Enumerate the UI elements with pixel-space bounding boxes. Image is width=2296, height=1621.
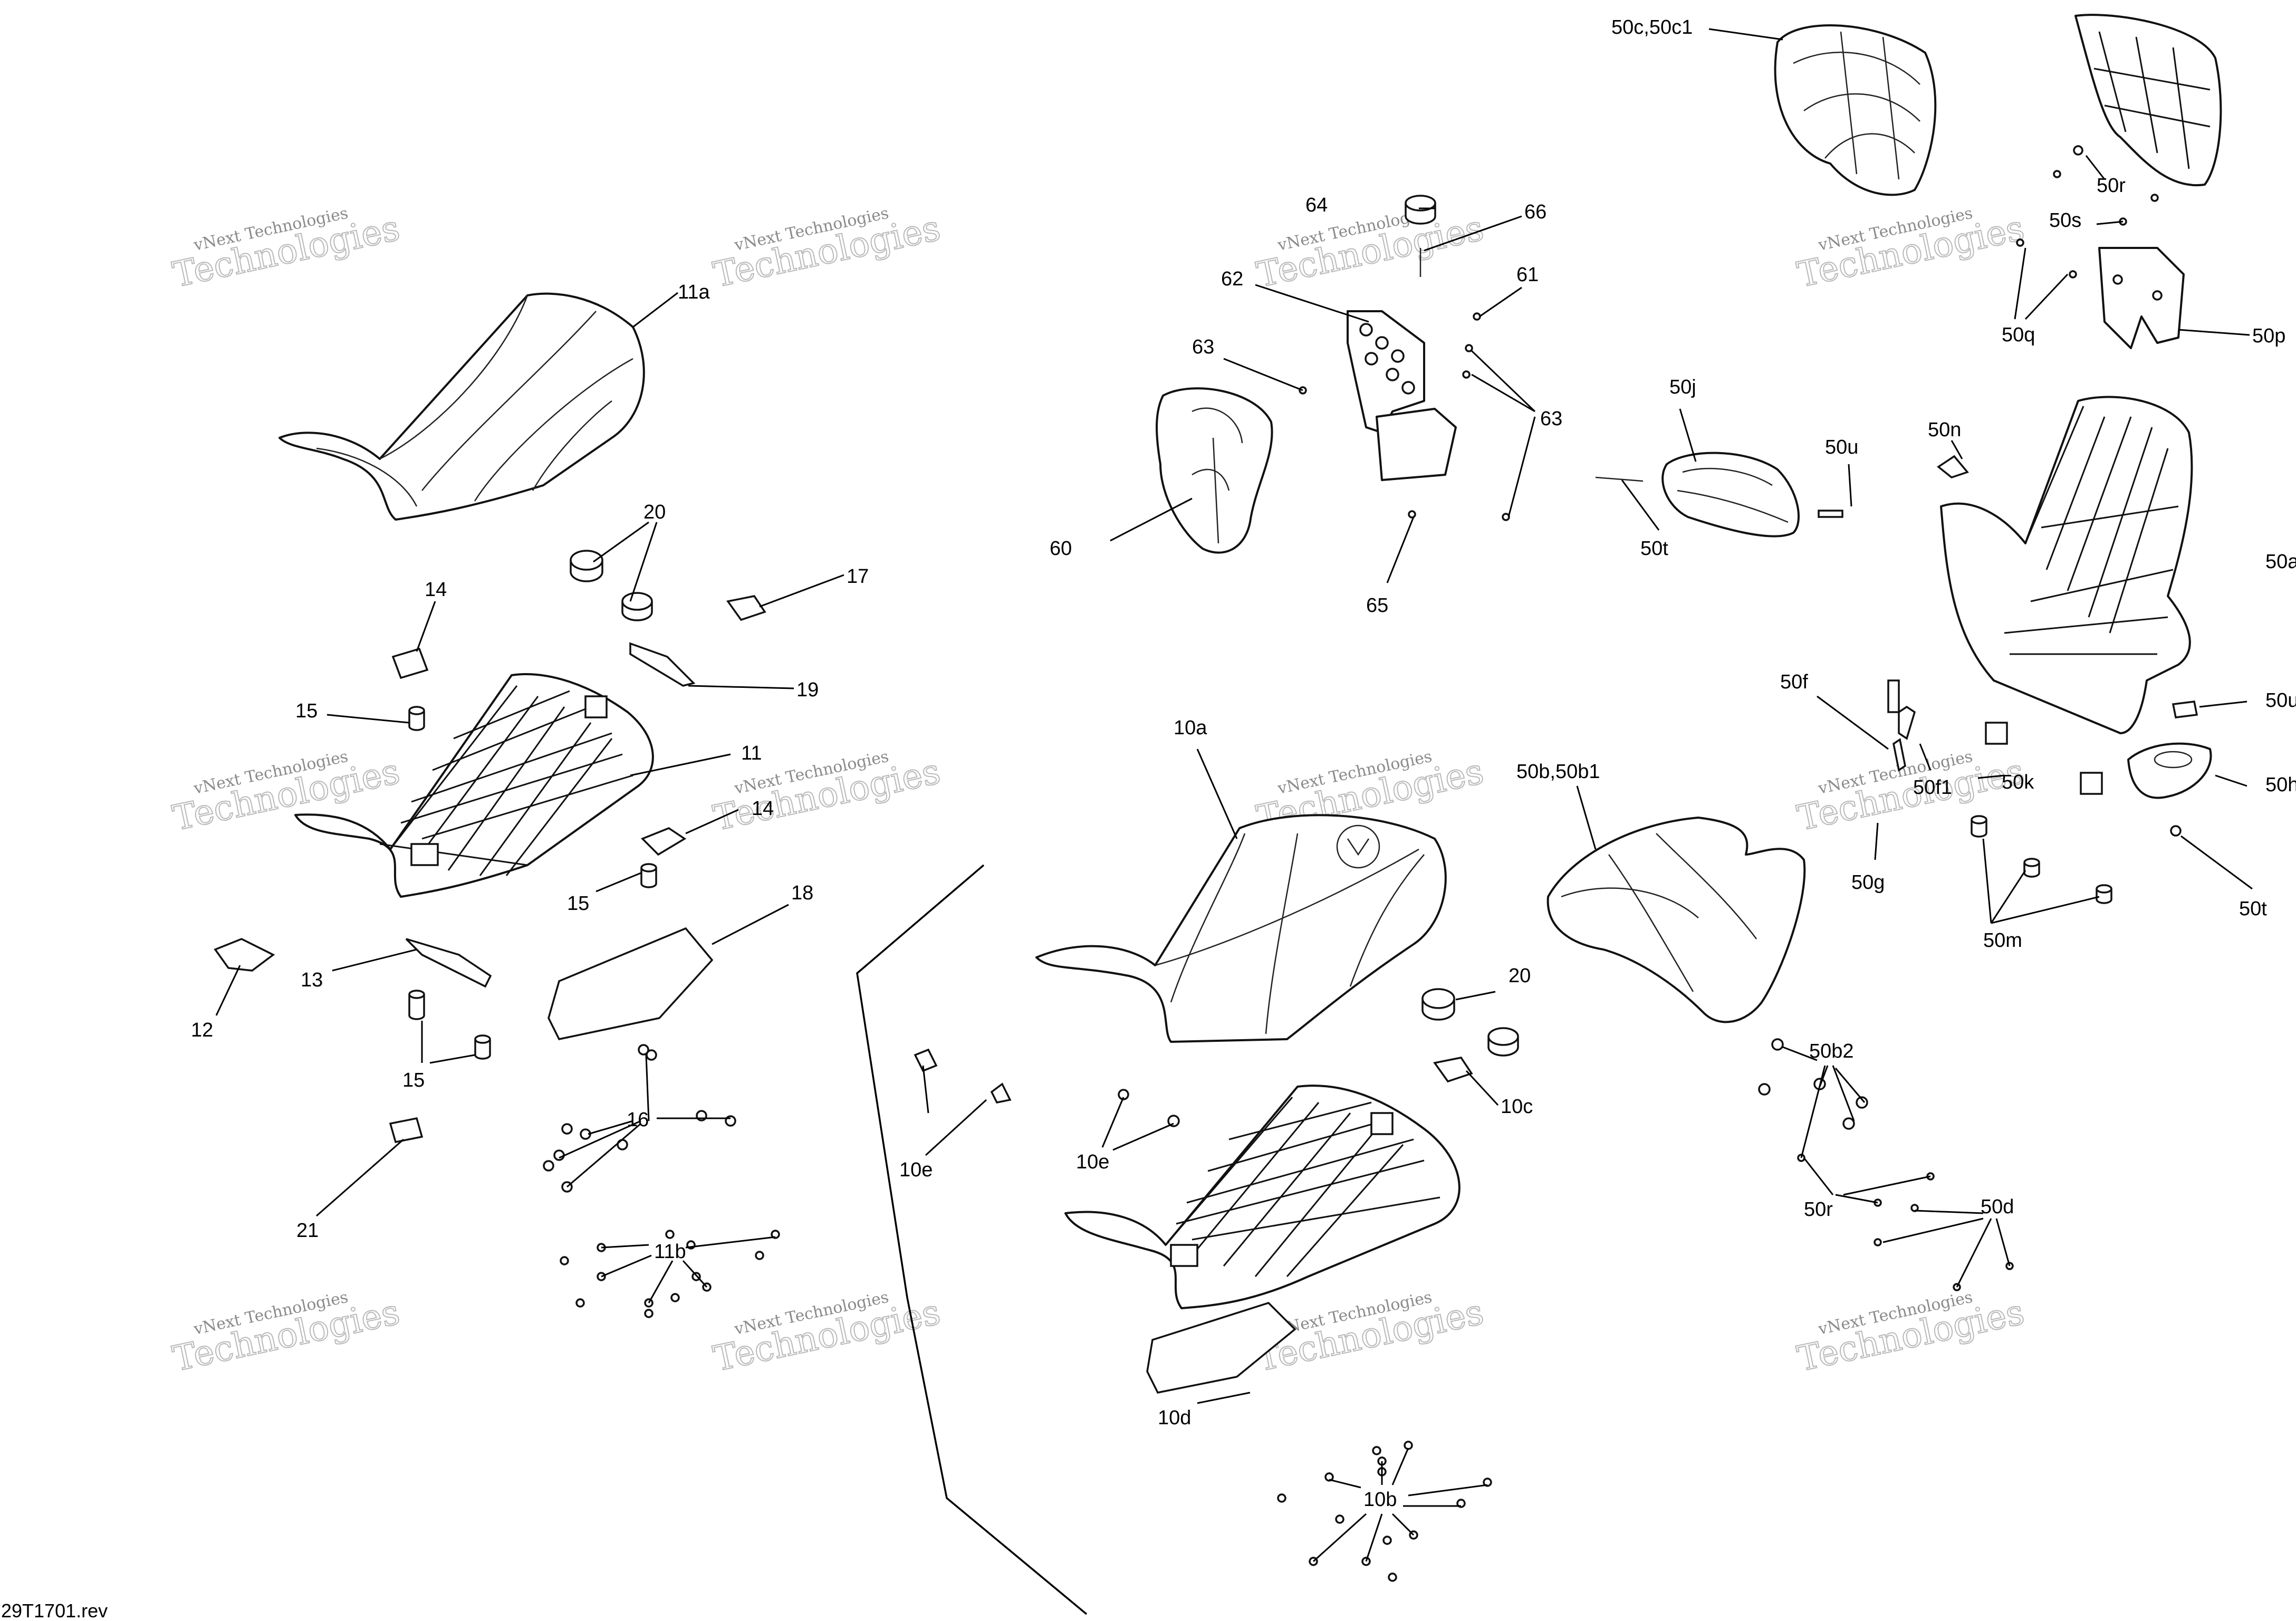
callout-10b: 10b — [1363, 1489, 1397, 1511]
callout-12: 12 — [191, 1019, 213, 1041]
callout-50g: 50g — [1851, 871, 1885, 894]
callout-15-mid: 15 — [567, 893, 589, 915]
seat-base-10 — [1064, 1085, 1461, 1309]
watermark: vNext Technologies Technologies — [709, 204, 944, 296]
callout-11b: 11b — [654, 1241, 686, 1263]
seat-base-11 — [294, 673, 654, 898]
callout-50r-low: 50r — [1804, 1198, 1833, 1221]
callout-63-right: 63 — [1540, 408, 1562, 430]
callout-17: 17 — [847, 565, 869, 588]
watermark: vNext Technologies Technologies — [169, 747, 404, 839]
small-parts-middle — [914, 988, 1519, 1582]
callout-18: 18 — [791, 882, 813, 904]
callout-21: 21 — [296, 1220, 319, 1242]
callout-20-mid: 20 — [1509, 965, 1531, 987]
section-divider-line — [856, 864, 1088, 1615]
callout-14-top: 14 — [425, 579, 447, 601]
callout-65: 65 — [1366, 594, 1388, 617]
watermark: vNext Technologies Technologies — [1793, 204, 2028, 296]
handle-50j — [1595, 452, 1843, 538]
watermark: vNext Technologies Technologies — [169, 1288, 404, 1380]
callout-19: 19 — [796, 679, 819, 701]
callout-15-top: 15 — [295, 700, 318, 722]
callout-50k: 50k — [2002, 771, 2034, 793]
callout-63-left: 63 — [1192, 336, 1214, 358]
seat-cover-10a — [1035, 814, 1447, 1043]
callout-50h: 50h — [2265, 774, 2296, 796]
callout-64: 64 — [1305, 194, 1328, 216]
watermark: vNext Technologies Technologies — [1793, 1288, 2028, 1380]
callout-50b: 50b,50b1 — [1516, 761, 1600, 783]
callout-10e-mid: 10e — [1076, 1151, 1109, 1173]
callout-50f1: 50f1 — [1913, 776, 1952, 799]
seat-cover-11a — [278, 292, 645, 521]
callout-50j: 50j — [1669, 376, 1696, 398]
callout-60: 60 — [1050, 538, 1072, 560]
backrest-50c — [1774, 24, 1937, 196]
watermark: vNext Technologies Technologies — [709, 1288, 944, 1380]
leader-lines — [215, 28, 2253, 1562]
callout-labels: 50c,50c1 50r 50s 50q 50p 64 66 61 62 63 … — [191, 16, 2296, 1511]
callout-50d: 50d — [1981, 1196, 2014, 1218]
callout-50r-top: 50r — [2097, 175, 2126, 197]
drawing-code: 29T1701.rev — [1, 1600, 108, 1621]
callout-11a: 11a — [678, 281, 710, 303]
plate-50p — [2098, 247, 2185, 349]
small-parts-left — [214, 550, 780, 1318]
callout-50s: 50s — [2049, 209, 2081, 232]
callout-50a: 50a — [2265, 551, 2296, 573]
callout-50n: 50n — [1928, 419, 1961, 441]
callout-50m: 50m — [1983, 929, 2022, 952]
callout-10c: 10c — [1501, 1096, 1533, 1118]
callout-66: 66 — [1524, 201, 1546, 223]
latch-50h — [2127, 742, 2212, 799]
callout-50b2: 50b2 — [1809, 1040, 1854, 1062]
callout-10d: 10d — [1158, 1407, 1191, 1429]
watermark: vNext Technologies Technologies — [1253, 204, 1487, 296]
callout-62: 62 — [1221, 268, 1243, 290]
callout-50p: 50p — [2252, 325, 2285, 347]
seat-cushion-50b — [1546, 817, 1806, 1023]
callout-61: 61 — [1516, 264, 1539, 286]
callout-16: 16 — [627, 1109, 649, 1131]
callout-20-left: 20 — [643, 501, 666, 523]
seat-shell-50a — [1940, 396, 2193, 734]
watermark: vNext Technologies Technologies — [169, 204, 404, 296]
callout-50t-right: 50t — [2239, 898, 2267, 920]
callout-10a: 10a — [1174, 717, 1207, 739]
callout-11: 11 — [741, 742, 762, 764]
callout-14-mid: 14 — [752, 798, 774, 820]
backrest-frame-50c1 — [2074, 14, 2222, 187]
callout-50f: 50f — [1780, 671, 1808, 693]
bracket-parts-60-66 — [1156, 195, 1510, 554]
callout-10e-left: 10e — [899, 1159, 933, 1181]
callout-50t-top: 50t — [1640, 538, 1668, 560]
callout-13: 13 — [301, 969, 323, 991]
callout-50u-top: 50u — [1825, 436, 1858, 458]
watermark: vNext Technologies Technologies — [1793, 747, 2028, 839]
callout-15-low: 15 — [402, 1069, 425, 1091]
callout-50c: 50c,50c1 — [1611, 16, 1693, 39]
callout-50q: 50q — [2002, 324, 2035, 346]
callout-50u-right: 50u — [2265, 689, 2296, 712]
